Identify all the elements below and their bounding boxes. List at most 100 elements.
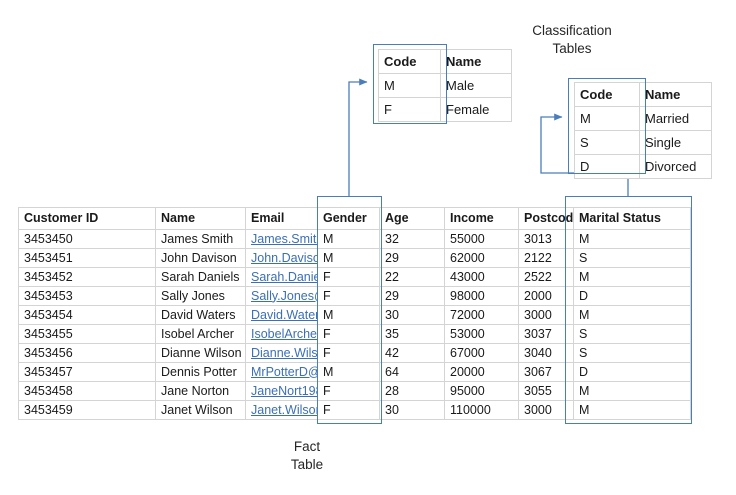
cell-marital-status: S — [573, 343, 691, 363]
cell-marital-status: M — [573, 381, 691, 401]
cell-code: M — [378, 73, 441, 98]
cell-postcode: 3013 — [518, 229, 574, 249]
cell-email: JaneNort1987@ — [245, 381, 318, 401]
email-link[interactable]: MrPotterD@d — [251, 364, 317, 379]
cell-postcode: 3000 — [518, 305, 574, 325]
cell-code: D — [574, 154, 640, 179]
table-row: M Male — [378, 73, 512, 98]
cell-email: Dianne.Wilson — [245, 343, 318, 363]
cell-age: 30 — [379, 400, 445, 420]
cell-customer-id: 3453454 — [18, 305, 156, 325]
email-link[interactable]: Sarah.Daniels@ — [251, 269, 317, 284]
cell-marital-status: S — [573, 324, 691, 344]
table-header-row: Code Name — [378, 49, 512, 74]
column-header-code: Code — [574, 82, 640, 107]
cell-age: 64 — [379, 362, 445, 382]
cell-email: David.Waters@ — [245, 305, 318, 325]
cell-gender: F — [317, 381, 380, 401]
email-link[interactable]: James.Smith@ — [251, 231, 317, 246]
email-link[interactable]: JaneNort1987@ — [251, 383, 317, 398]
cell-postcode: 3037 — [518, 324, 574, 344]
cell-email: John.Davison@ — [245, 248, 318, 268]
column-header-email: Email — [245, 207, 318, 230]
cell-postcode: 3040 — [518, 343, 574, 363]
email-link[interactable]: Sally.Jones@g — [251, 288, 317, 303]
cell-age: 29 — [379, 286, 445, 306]
fact-table-label: Fact Table — [290, 439, 324, 472]
cell-age: 29 — [379, 248, 445, 268]
marital-status-classification-table: Code Name M Married S Single D Divorced — [574, 82, 712, 179]
cell-customer-id: 3453455 — [18, 324, 156, 344]
cell-gender: M — [317, 248, 380, 268]
table-row: D Divorced — [574, 154, 712, 179]
cell-gender: F — [317, 343, 380, 363]
cell-postcode: 2522 — [518, 267, 574, 287]
email-link[interactable]: John.Davison@ — [251, 250, 317, 265]
cell-age: 22 — [379, 267, 445, 287]
cell-marital-status: M — [573, 400, 691, 420]
cell-income: 95000 — [444, 381, 519, 401]
cell-name: James Smith — [155, 229, 246, 249]
cell-marital-status: M — [573, 229, 691, 249]
cell-age: 30 — [379, 305, 445, 325]
cell-marital-status: M — [573, 267, 691, 287]
cell-name: Male — [440, 73, 512, 98]
cell-customer-id: 3453451 — [18, 248, 156, 268]
cell-code: F — [378, 97, 441, 122]
cell-income: 67000 — [444, 343, 519, 363]
cell-customer-id: 3453458 — [18, 381, 156, 401]
cell-customer-id: 3453452 — [18, 267, 156, 287]
column-header-marital-status: Marital Status — [573, 207, 691, 230]
cell-name: Dennis Potter — [155, 362, 246, 382]
cell-gender: M — [317, 229, 380, 249]
cell-postcode: 2122 — [518, 248, 574, 268]
cell-name: Female — [440, 97, 512, 122]
cell-name: Single — [639, 130, 712, 155]
cell-income: 72000 — [444, 305, 519, 325]
cell-postcode: 3067 — [518, 362, 574, 382]
table-row: M Married — [574, 106, 712, 131]
table-header-row: Code Name — [574, 82, 712, 107]
email-link[interactable]: Dianne.Wilson — [251, 345, 318, 360]
cell-gender: M — [317, 305, 380, 325]
table-row: F Female — [378, 97, 512, 122]
cell-code: S — [574, 130, 640, 155]
cell-gender: F — [317, 400, 380, 420]
cell-name: David Waters — [155, 305, 246, 325]
cell-customer-id: 3453456 — [18, 343, 156, 363]
table-header-row: Customer ID Name Email Gender Age Income… — [18, 207, 691, 230]
column-header-code: Code — [378, 49, 441, 74]
cell-postcode: 3000 — [518, 400, 574, 420]
cell-income: 110000 — [444, 400, 519, 420]
cell-email: Sally.Jones@g — [245, 286, 318, 306]
column-header-age: Age — [379, 207, 445, 230]
cell-name: Jane Norton — [155, 381, 246, 401]
cell-age: 35 — [379, 324, 445, 344]
cell-marital-status: M — [573, 305, 691, 325]
cell-marital-status: D — [573, 362, 691, 382]
classification-tables-label: Classification Tables — [532, 23, 612, 56]
cell-customer-id: 3453459 — [18, 400, 156, 420]
cell-marital-status: S — [573, 248, 691, 268]
email-link[interactable]: David.Waters@ — [251, 307, 317, 322]
email-link[interactable]: Janet.Wilson@ — [251, 402, 317, 417]
cell-customer-id: 3453450 — [18, 229, 156, 249]
cell-name: Isobel Archer — [155, 324, 246, 344]
cell-marital-status: D — [573, 286, 691, 306]
cell-customer-id: 3453457 — [18, 362, 156, 382]
gender-classification-table: Code Name M Male F Female — [378, 49, 512, 122]
cell-age: 28 — [379, 381, 445, 401]
cell-email: Janet.Wilson@ — [245, 400, 318, 420]
customer-fact-table: Customer ID Name Email Gender Age Income… — [18, 207, 691, 420]
column-header-name: Name — [639, 82, 712, 107]
cell-name: John Davison — [155, 248, 246, 268]
